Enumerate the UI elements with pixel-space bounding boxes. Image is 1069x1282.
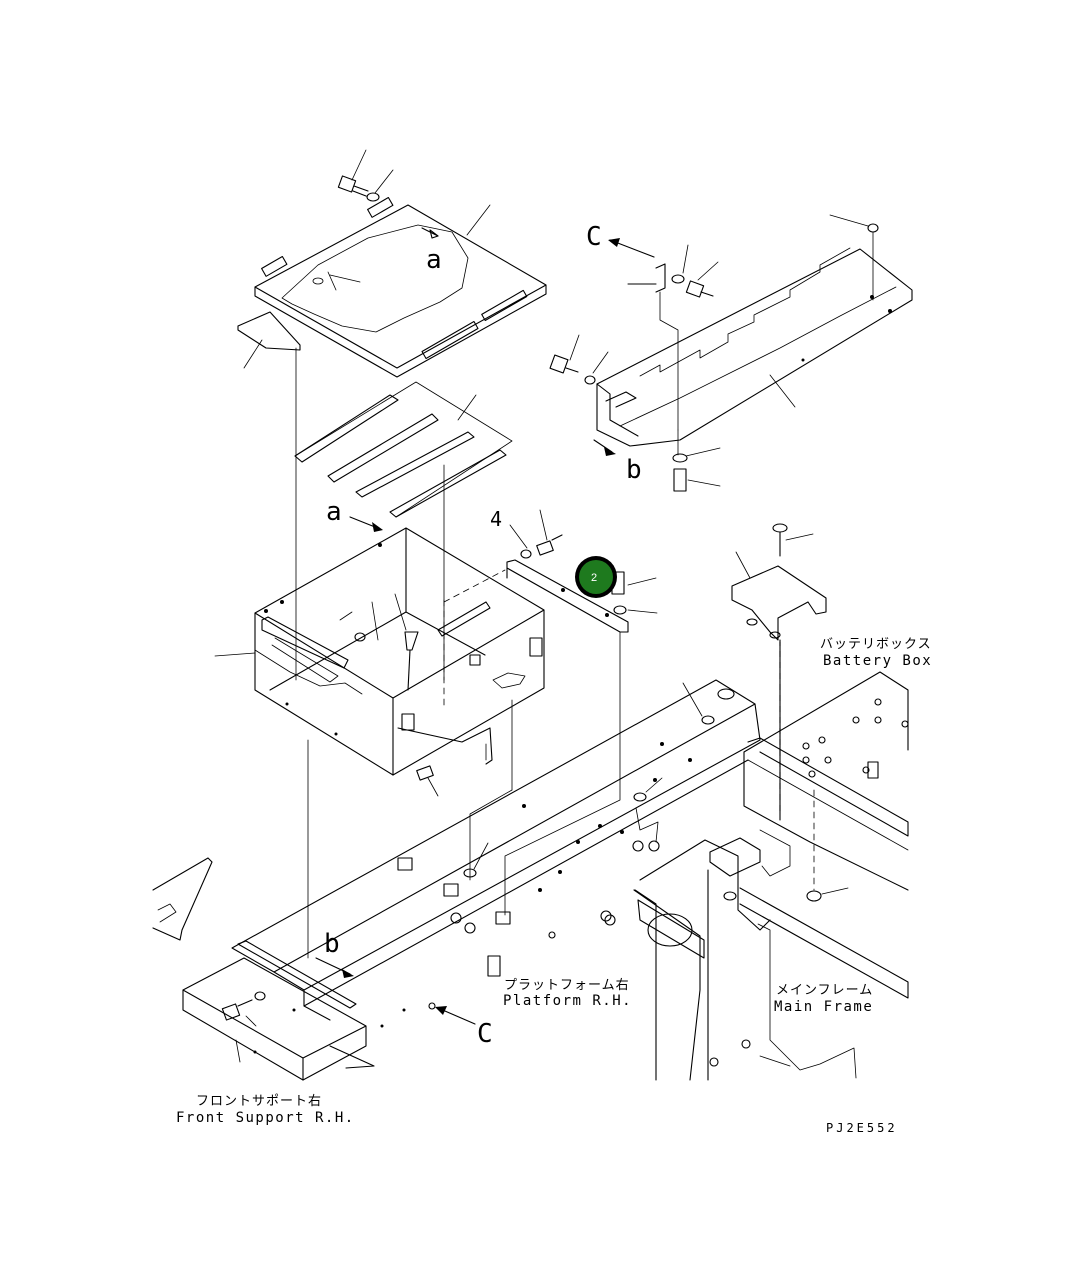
- front-support-label-en: Front Support R.H.: [176, 1110, 355, 1126]
- label-c-bottom: C: [477, 1019, 493, 1049]
- platform-rh: [231, 679, 761, 1028]
- clip-leader: [329, 274, 361, 283]
- frame-stub-left: [152, 857, 213, 941]
- battery-cover: [254, 196, 547, 378]
- main-frame-label-jp: メインフレーム: [776, 983, 873, 998]
- box-bolt: [416, 765, 439, 797]
- plate-bolt-top: [829, 214, 879, 301]
- label-item-4: 4: [490, 507, 502, 531]
- part-callout-marker[interactable]: 2: [575, 556, 617, 598]
- cover-leader: [466, 204, 491, 236]
- assembly-guide-lines: [295, 347, 815, 959]
- label-a-mid: a: [326, 497, 342, 527]
- battery-box-label-jp: バッテリボックス: [820, 637, 932, 652]
- label-b-top: b: [626, 455, 642, 485]
- battery-box-label-en: Battery Box: [823, 653, 932, 669]
- rubber-strips: [294, 381, 513, 518]
- drawing-code: PJ2E552: [826, 1121, 898, 1135]
- callout-number: 2: [591, 572, 597, 584]
- main-frame: [604, 639, 909, 1081]
- hinge-bolt: [337, 149, 394, 202]
- plate-bolt-bottom: [672, 447, 721, 492]
- front-support-label-jp: フロントサポート右: [196, 1094, 322, 1109]
- label-a-top: a: [426, 245, 442, 275]
- battery-box-support: [731, 523, 827, 641]
- side-cover-plate: [596, 247, 913, 447]
- front-support-rh: [182, 940, 367, 1081]
- platform-label-en: Platform R.H.: [503, 993, 632, 1009]
- platform-label-jp: プラットフォーム右: [504, 978, 630, 993]
- plate-bolt-left: [549, 334, 609, 385]
- insulation-sheet: [237, 311, 301, 369]
- clamp-bracket: [627, 244, 719, 431]
- label-c-top: C: [586, 222, 602, 252]
- battery-box: [214, 527, 545, 776]
- label-b-bottom: b: [324, 929, 340, 959]
- bracket-bolt-right: [611, 571, 658, 615]
- main-frame-label-en: Main Frame: [774, 999, 873, 1015]
- bracket-bolt: [509, 509, 563, 559]
